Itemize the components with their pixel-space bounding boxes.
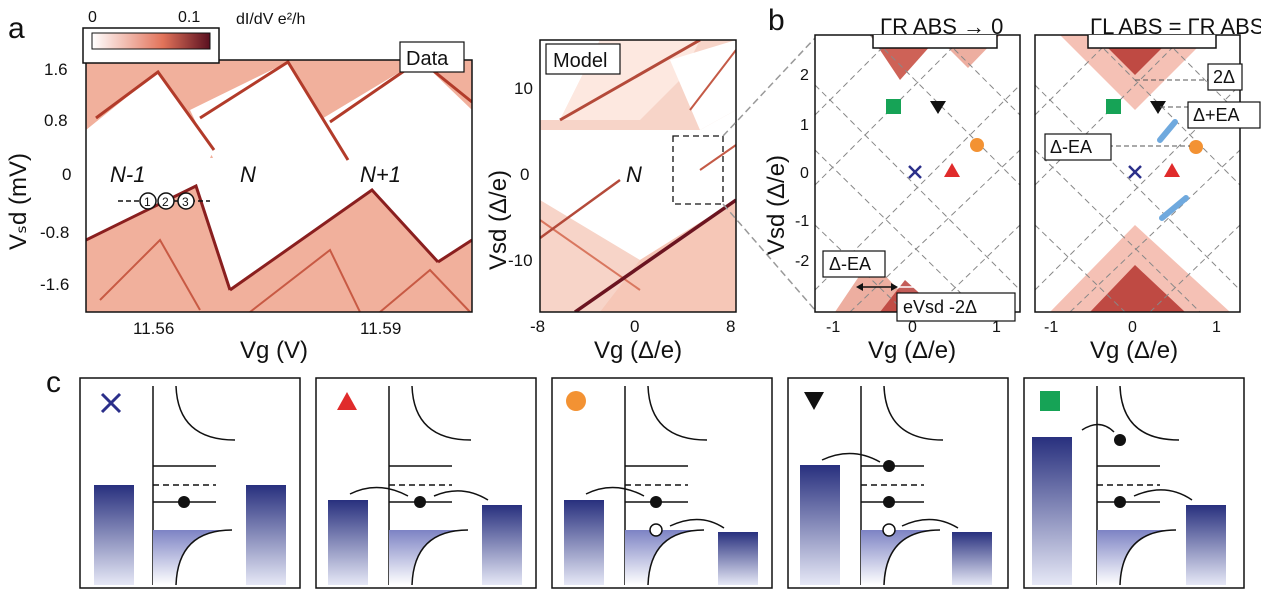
x-icon (908, 165, 922, 179)
panel-label-c: c (46, 366, 61, 399)
ytick-a4: -0.8 (40, 223, 69, 242)
ytick-m1: 10 (514, 79, 533, 98)
model-region-n: N (626, 162, 642, 187)
energy-diagram-1 (79, 377, 301, 589)
b-right-title: ΓL ABS = ΓR ABS (1090, 14, 1261, 39)
ylabel-a: Vₛd (mV) (5, 153, 32, 250)
energy-diagram-3 (551, 377, 773, 589)
ytick-m3: -10 (508, 251, 533, 270)
xtick-b2-2: 0 (1128, 319, 1137, 336)
ytick-a2: 0.8 (44, 111, 68, 130)
xtick-a1: 11.56 (133, 319, 174, 338)
model-tag: Model (553, 50, 607, 72)
xtick-a2: 11.59 (360, 319, 401, 338)
ytick-b2: 1 (800, 117, 809, 134)
xlabel-a: Vg (V) (240, 337, 308, 364)
colorbar: 0 0.1 dI/dV e²/h (82, 9, 305, 64)
svg-text:3: 3 (182, 195, 189, 209)
ytick-b4: -1 (795, 213, 809, 230)
ytick-m2: 0 (520, 165, 529, 184)
region-n-plus-1: N+1 (360, 162, 401, 187)
colorbar-min: 0 (88, 9, 97, 26)
cut-marker-2: 2 (157, 192, 175, 210)
data-tag: Data (406, 48, 449, 70)
b-left-annot-evsd: eVsd -2Δ (903, 297, 977, 317)
b-right-annot-delta-plus-ea: Δ+EA (1193, 105, 1240, 125)
region-n: N (240, 162, 256, 187)
ytick-a3: 0 (62, 165, 71, 184)
triangle-up-icon (944, 163, 960, 177)
square-icon (886, 99, 901, 114)
ytick-a5: -1.6 (40, 275, 69, 294)
circle-icon-c (566, 391, 586, 411)
xlabel-b-left: Vg (Δ/e) (868, 337, 956, 364)
xlabel-b-right: Vg (Δ/e) (1090, 337, 1178, 364)
panel-label-b: b (768, 4, 785, 37)
x-icon-b2 (1128, 165, 1142, 179)
xtick-m3: 8 (726, 317, 735, 336)
xtick-m1: -8 (530, 317, 545, 336)
energy-diagram-2 (315, 377, 537, 589)
circle-icon-b2 (1189, 140, 1203, 154)
triangle-down-icon-b2 (1150, 101, 1166, 114)
ylabel-model: Vsd (Δ/e) (485, 170, 512, 270)
cut-marker-1: 1 (139, 192, 157, 210)
square-icon-b2 (1106, 99, 1121, 114)
xtick-b2-3: 1 (1212, 319, 1221, 336)
energy-diagram-4 (787, 377, 1009, 589)
xtick-b3: 1 (992, 319, 1001, 336)
triangle-down-icon (930, 101, 946, 114)
svg-text:1: 1 (144, 195, 151, 209)
xtick-b2: 0 (908, 319, 917, 336)
ytick-b3: 0 (800, 165, 809, 182)
triangle-down-icon-c (804, 392, 824, 410)
x-icon-c (100, 392, 122, 414)
xlabel-model: Vg (Δ/e) (594, 337, 682, 364)
triangle-up-icon-b2 (1164, 163, 1180, 177)
ytick-a1: 1.6 (44, 60, 68, 79)
region-n-minus-1: N-1 (110, 162, 145, 187)
svg-text:2: 2 (162, 195, 169, 209)
data-plot (85, 59, 473, 313)
colorbar-max: 0.1 (178, 9, 200, 26)
xtick-b1: -1 (826, 319, 840, 336)
ylabel-b-left: Vsd (Δ/e) (763, 155, 790, 255)
ytick-b1: 2 (800, 67, 809, 84)
square-icon-c (1040, 391, 1060, 411)
xtick-b2-1: -1 (1044, 319, 1058, 336)
xtick-m2: 0 (630, 317, 639, 336)
b-left-title: ΓR ABS → 0 (880, 14, 1003, 39)
ytick-b5: -2 (795, 253, 809, 270)
b-left-annot-delta-minus-ea: Δ-EA (829, 254, 871, 274)
colorbar-label: dI/dV e²/h (236, 11, 305, 28)
b-right-annot-delta-minus-ea: Δ-EA (1050, 137, 1092, 157)
triangle-up-icon-c (337, 392, 357, 410)
panel-label-a: a (8, 12, 25, 45)
b-right-annot-2delta: 2Δ (1213, 67, 1235, 87)
energy-diagram-5 (1023, 377, 1245, 589)
cut-marker-3: 3 (177, 192, 195, 210)
circle-icon (970, 138, 984, 152)
